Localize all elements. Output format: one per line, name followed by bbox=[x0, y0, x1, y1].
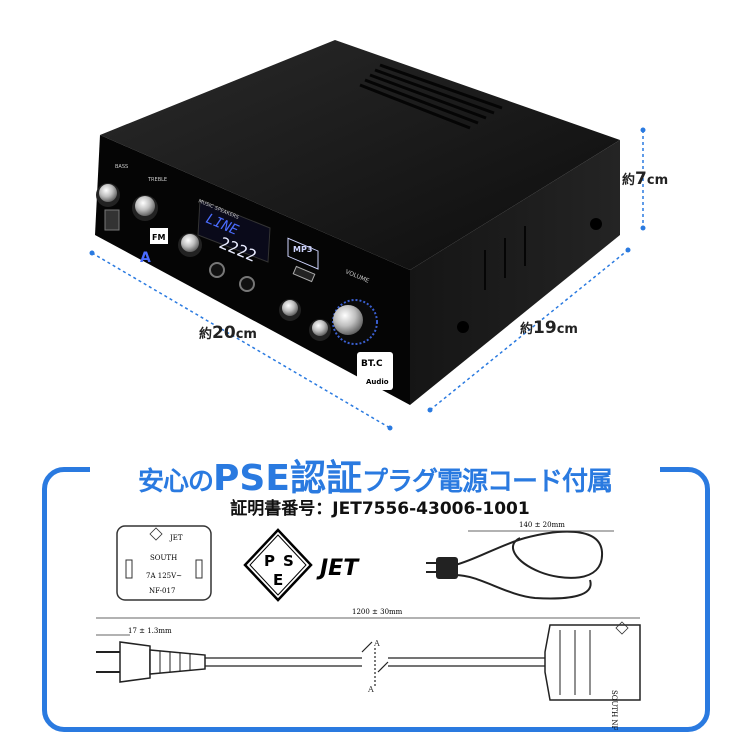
pse-logo: P S E bbox=[243, 528, 313, 602]
depth-value: 19 bbox=[533, 318, 557, 338]
model-label: NF-017 bbox=[149, 587, 175, 595]
treble-label: TREBLE bbox=[147, 177, 167, 183]
fm-badge-box bbox=[150, 228, 168, 244]
cord-connector: SOUTH NF-019 bbox=[544, 621, 641, 730]
width-value: 20 bbox=[212, 323, 236, 343]
headline-plug-cord: プラグ電源コード付属 bbox=[361, 467, 613, 497]
headline-pse: PSE bbox=[213, 458, 290, 499]
prong-length-label: 17 ± 1.3mm bbox=[128, 627, 172, 635]
height-prefix: 約 bbox=[622, 173, 636, 188]
width-unit: cm bbox=[235, 327, 257, 342]
certificate-number: 証明書番号：JET7556-43006-1001 bbox=[230, 499, 530, 519]
depth-prefix: 約 bbox=[520, 322, 534, 337]
fm-badge: FM bbox=[152, 233, 165, 242]
small-pse-diamond bbox=[149, 527, 163, 541]
bt-badge-line2: Audio bbox=[366, 378, 389, 386]
loop-length-label: 140 ± 20mm bbox=[519, 521, 565, 529]
section-a-bottom: A bbox=[367, 685, 374, 694]
power-switch[interactable] bbox=[104, 209, 120, 231]
pse-headline: 安心のPSE認証プラグ電源コード付属 bbox=[95, 449, 655, 501]
total-length-label: 1200 ± 30mm bbox=[352, 608, 403, 616]
amplifier-illustration: LINE 2222 MUSIC SPEAKERS MP3 BASS TREBLE… bbox=[89, 40, 646, 431]
height-dimension: 約7cm bbox=[622, 169, 668, 189]
cord-lines bbox=[205, 641, 545, 686]
amp-side-panel bbox=[410, 140, 620, 405]
depth-unit: cm bbox=[556, 322, 578, 337]
depth-dimension: 約19cm bbox=[520, 318, 578, 338]
bt-badge-line1: BT.C bbox=[361, 359, 383, 369]
dimension-lines bbox=[91, 130, 644, 429]
plug-diagram: JET SOUTH 7A 125V~ NF-017 P S E JET 140 … bbox=[96, 521, 641, 730]
led-display bbox=[197, 199, 271, 263]
headline-part1: 安心の bbox=[138, 467, 214, 497]
jet-logo: JET bbox=[316, 556, 360, 581]
plug-face-outline bbox=[116, 525, 212, 601]
connector-text: SOUTH NF-019 bbox=[610, 690, 618, 730]
bass-knob[interactable] bbox=[96, 183, 120, 207]
cord-loop bbox=[454, 530, 604, 600]
vent-slots bbox=[359, 63, 503, 130]
headline-certification: 認証 bbox=[289, 458, 362, 499]
bass-label: BASS bbox=[115, 164, 128, 170]
treble-knob[interactable] bbox=[132, 195, 158, 221]
jet-small-label: JET bbox=[169, 534, 183, 542]
pse-letter-p: P bbox=[264, 552, 275, 570]
bt-badge-box bbox=[357, 352, 393, 390]
south-label: SOUTH bbox=[150, 554, 177, 562]
pse-letter-e: E bbox=[273, 571, 283, 589]
cord-plug-icon bbox=[436, 557, 458, 579]
section-a-top: A bbox=[373, 639, 380, 648]
pse-letter-s: S bbox=[283, 552, 294, 570]
width-dimension: 約20cm bbox=[199, 323, 257, 343]
volume-knob[interactable] bbox=[332, 299, 378, 345]
height-value: 7 bbox=[635, 169, 647, 189]
height-unit: cm bbox=[646, 173, 669, 188]
audio-jacks bbox=[209, 262, 255, 292]
mic-knob-2[interactable] bbox=[309, 319, 331, 341]
model-letter: A bbox=[140, 250, 151, 266]
mic-knob-1[interactable] bbox=[279, 299, 301, 321]
amp-front-panel bbox=[95, 135, 410, 405]
rating-label: 7A 125V~ bbox=[146, 572, 182, 580]
input-knob[interactable] bbox=[178, 233, 202, 257]
mp3-badge: MP3 bbox=[293, 245, 312, 254]
width-prefix: 約 bbox=[199, 327, 213, 342]
cord-plug-body bbox=[96, 641, 206, 683]
headline-background bbox=[90, 450, 660, 490]
amp-top-panel bbox=[100, 40, 620, 270]
